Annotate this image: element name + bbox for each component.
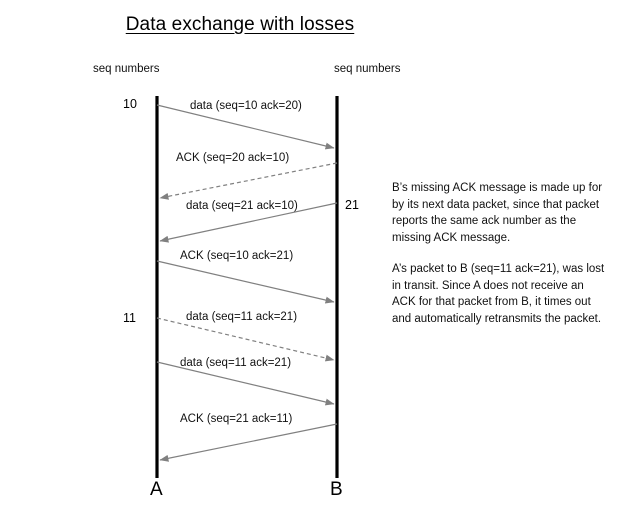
seq-marker-a-11: 11 (123, 311, 136, 325)
message-label-1: data (seq=10 ack=20) (190, 100, 302, 112)
message-label-4: ACK (seq=10 ack=21) (180, 250, 294, 262)
message-label-3: data (seq=21 ack=10) (186, 200, 298, 212)
message-label-2: ACK (seq=20 ack=10) (176, 152, 290, 164)
seq-marker-b-21: 21 (345, 198, 359, 212)
message-arrow-1 (156, 104, 335, 150)
message-label-6: data (seq=11 ack=21) (180, 357, 292, 369)
page-title: Data exchange with losses (125, 14, 355, 35)
message-arrow-2 (159, 162, 338, 200)
endpoint-label-b: B (330, 479, 343, 500)
seq-marker-a-10: 10 (123, 97, 137, 111)
message-arrow-5 (156, 317, 335, 362)
message-label-5: data (seq=11 ack=21) (186, 311, 298, 323)
note-missing-ack: B’s missing ACK message is made up for b… (392, 182, 603, 244)
message-arrow-3 (159, 202, 338, 243)
message-arrow-7 (159, 423, 338, 462)
message-arrow-4 (156, 260, 335, 304)
seq-numbers-label-b: seq numbers (334, 63, 401, 75)
message-arrow-6 (156, 361, 335, 406)
note-lost-packet: A’s packet to B (seq=11 ack=21), was los… (392, 263, 605, 325)
message-label-7: ACK (seq=21 ack=11) (180, 413, 293, 425)
seq-numbers-label-a: seq numbers (93, 63, 160, 75)
endpoint-label-a: A (150, 479, 163, 500)
